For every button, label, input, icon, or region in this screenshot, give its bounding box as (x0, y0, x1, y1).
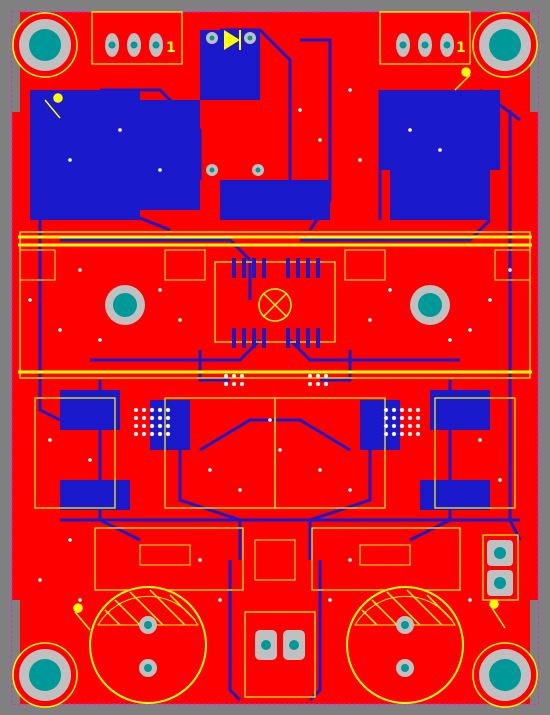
board-outline (11, 11, 539, 705)
top-copper-regions (19, 11, 531, 698)
left-header-pin1-label: 1 (166, 40, 176, 56)
diode-symbol (224, 30, 241, 50)
central-ic (214, 261, 336, 343)
via-array-right (383, 407, 421, 437)
smd-outlines (19, 249, 531, 581)
right-side-connector (487, 540, 513, 596)
corner-cutouts (12, 12, 538, 704)
electrolytic-capacitors (89, 586, 464, 704)
right-header-pin1-label: 1 (456, 40, 466, 56)
top-left-header (105, 33, 163, 57)
stitching-vias (27, 87, 513, 603)
bottom-center-connector (255, 630, 305, 660)
via-array-center (223, 373, 329, 387)
via-array-left (133, 407, 171, 437)
silkscreen-bars (18, 235, 532, 374)
mounting-holes (12, 12, 538, 708)
central-ic-pins (232, 258, 320, 348)
screw-symbols (44, 67, 506, 631)
small-through-holes (206, 32, 264, 176)
top-right-header (396, 33, 454, 57)
bottom-layer-pads (30, 30, 500, 510)
